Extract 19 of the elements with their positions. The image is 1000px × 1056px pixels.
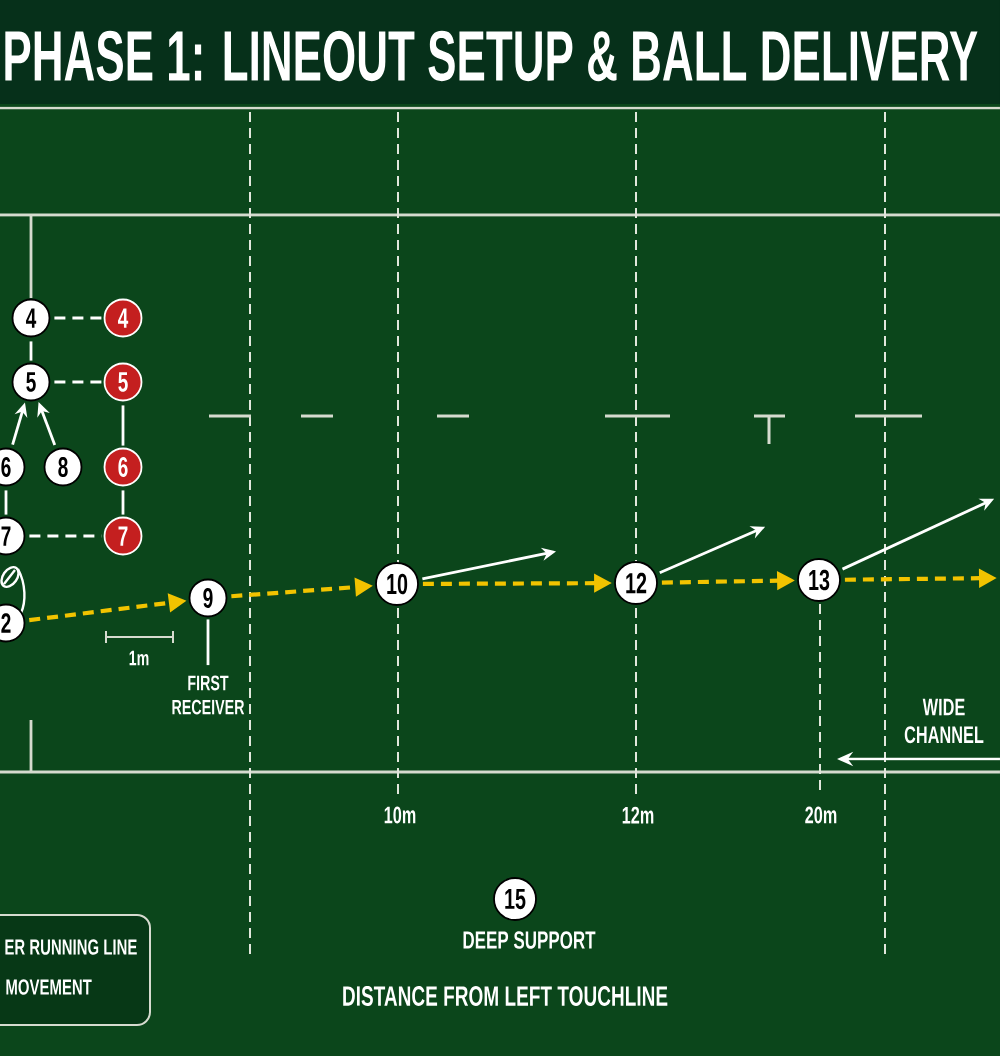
distance-label: 20m <box>805 806 837 824</box>
connector-line <box>54 380 102 384</box>
connector-line <box>4 490 8 515</box>
distance-label: 10m <box>384 806 416 824</box>
distance-label: 12m <box>622 806 654 824</box>
connector-line <box>54 316 102 320</box>
legend-text: ER RUNNING LINE <box>5 939 137 955</box>
zone-label: WIDE CHANNEL <box>904 698 984 744</box>
connector-line <box>29 341 33 361</box>
legend-text: MOVEMENT <box>6 979 92 995</box>
leader-line <box>206 619 210 666</box>
axis-title: DISTANCE FROM LEFT TOUCHLINE <box>343 986 668 1006</box>
title-bar: PHASE 1: LINEOUT SETUP & BALL DELIVERY <box>0 0 1000 104</box>
connector-line <box>29 534 102 538</box>
callout-label: FIRST RECEIVER <box>172 675 245 715</box>
dimension-label: 1m <box>129 650 149 666</box>
connector-line <box>121 490 125 515</box>
node-caption: DEEP SUPPORT <box>463 931 596 949</box>
connector-line <box>121 405 125 446</box>
